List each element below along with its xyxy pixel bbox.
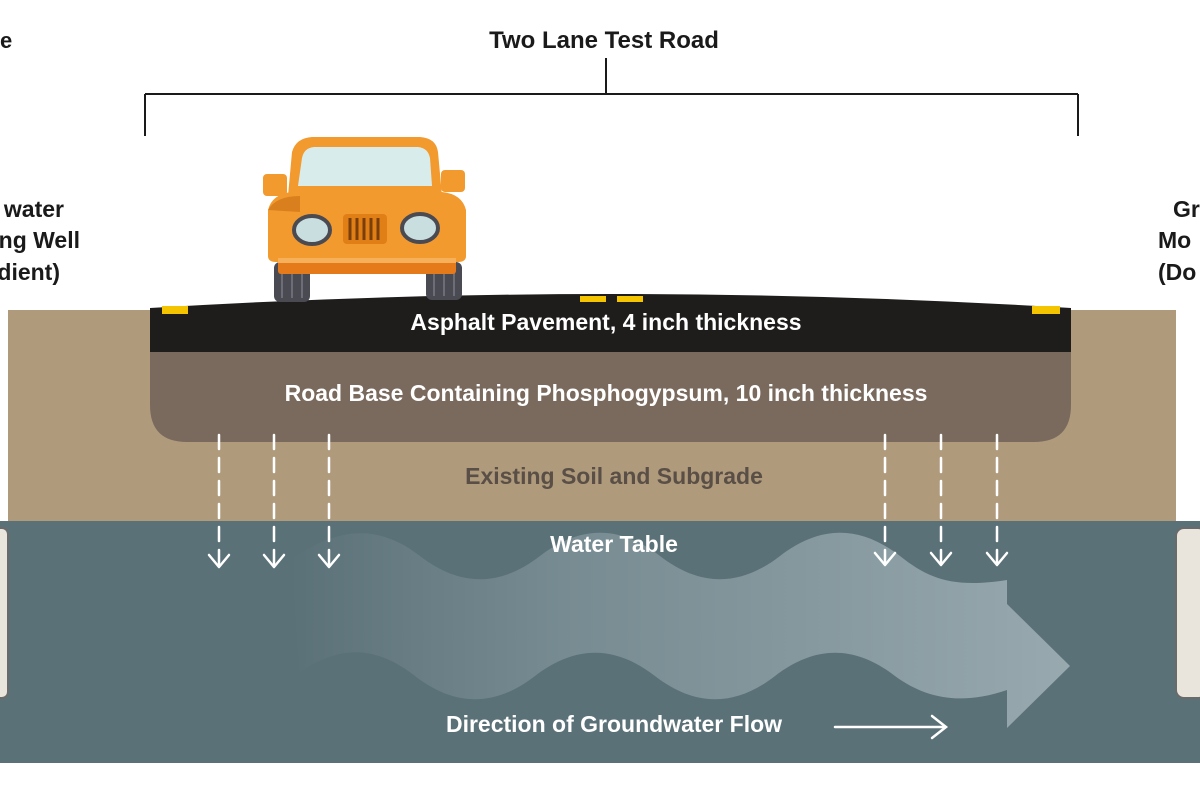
down-arrow-icon (985, 433, 1009, 567)
left-well-label-line-1: water (3, 196, 64, 222)
groundwater-flow-label: Direction of Groundwater Flow (446, 711, 782, 737)
right-well-label-line-1: Gr (1173, 196, 1200, 222)
road-base-layer-label: Road Base Containing Phosphogypsum, 10 i… (285, 380, 928, 406)
asphalt-layer (150, 294, 1071, 352)
lane-marker (1032, 306, 1060, 314)
infiltration-arrows (207, 433, 1009, 569)
lane-marker (617, 296, 643, 302)
lane-marker (580, 296, 606, 302)
left-well-label-line-3: dient) (0, 259, 60, 285)
down-arrow-icon (262, 433, 286, 569)
right-monitoring-well-casing (1175, 527, 1200, 699)
down-arrow-icon (207, 433, 231, 569)
road-base-layer (150, 352, 1071, 442)
lane-markers (162, 296, 1060, 314)
down-arrow-icon (873, 433, 897, 567)
left-well-label-fragment-top: e (0, 28, 12, 53)
road-extent-bracket (144, 58, 1079, 136)
jeep-icon (263, 137, 466, 302)
groundwater-flow-wave-arrow (290, 532, 1070, 728)
diagram-title: Two Lane Test Road (489, 27, 719, 54)
right-arrow-icon (833, 714, 949, 740)
soil-layer-label: Existing Soil and Subgrade (465, 463, 763, 489)
asphalt-layer-label: Asphalt Pavement, 4 inch thickness (410, 309, 801, 335)
left-monitoring-well-casing (0, 527, 9, 699)
lane-marker (162, 306, 188, 314)
left-well-label-line-2: ng Well (0, 227, 80, 253)
right-well-label-line-2: Mo (1158, 227, 1191, 253)
water-table-label: Water Table (550, 531, 678, 557)
right-well-label-line-3: (Do (1158, 259, 1196, 285)
down-arrow-icon (317, 433, 341, 569)
down-arrow-icon (929, 433, 953, 567)
